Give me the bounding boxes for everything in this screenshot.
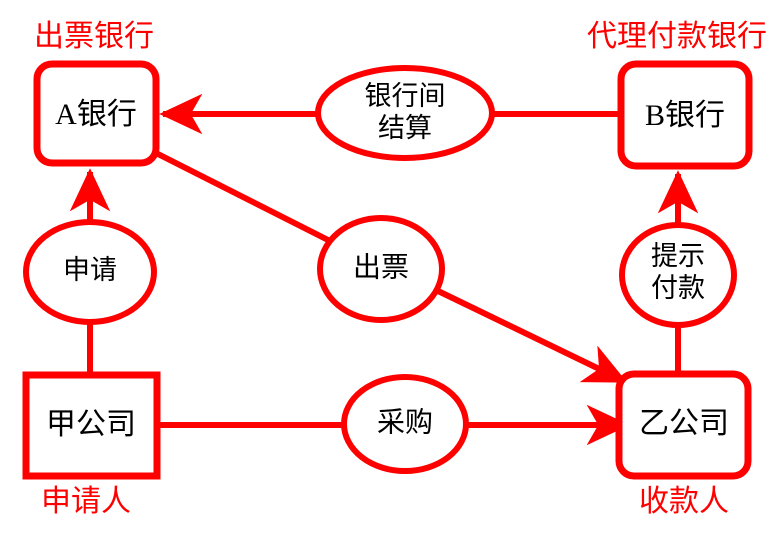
- node-purchase-shape: [341, 374, 469, 474]
- role-label-payee: 收款人: [639, 485, 729, 518]
- role-label-paying-agent-bank: 代理付款银行: [587, 20, 767, 53]
- node-presentation-label-line1: 提示: [651, 241, 705, 271]
- node-application[interactable]: 申请: [23, 219, 157, 325]
- node-bank-a[interactable]: A银行: [33, 60, 160, 167]
- node-company-b-label: 乙公司: [639, 407, 729, 440]
- edge-bank-a-to-issuance: [152, 149, 334, 245]
- node-purchase-label: 采购: [377, 406, 433, 438]
- node-company-b-shape: [615, 370, 752, 480]
- node-bank-a-shape: [33, 60, 160, 167]
- node-company-a-shape: [22, 371, 161, 480]
- node-issuance-label: 出票: [353, 251, 409, 283]
- node-purchase[interactable]: 采购: [341, 374, 469, 474]
- node-presentation-for-payment[interactable]: 提示 付款: [619, 222, 737, 328]
- node-bank-b-shape: [617, 60, 753, 170]
- node-issuance-shape: [317, 215, 445, 323]
- node-bank-b[interactable]: B银行: [617, 60, 753, 170]
- node-bank-a-label: A银行: [55, 98, 137, 131]
- node-interbank-settlement-label-line1: 银行间: [365, 81, 446, 111]
- node-application-shape: [23, 219, 157, 325]
- node-issuance[interactable]: 出票: [317, 215, 445, 323]
- role-label-issuing-bank: 出票银行: [34, 20, 154, 53]
- node-presentation-for-payment-shape: [619, 222, 737, 328]
- node-company-b[interactable]: 乙公司: [615, 370, 752, 480]
- node-interbank-settlement-shape: [315, 65, 495, 161]
- edge-issuance-to-company-b: [434, 287, 628, 384]
- node-company-a-label: 甲公司: [46, 408, 136, 441]
- node-bank-b-label: B银行: [645, 99, 725, 132]
- node-interbank-settlement[interactable]: 银行间 结算: [315, 65, 495, 161]
- node-presentation-label-line2: 付款: [651, 273, 705, 303]
- node-company-a[interactable]: 甲公司: [22, 371, 161, 480]
- role-label-applicant: 申请人: [41, 485, 131, 518]
- node-application-label: 申请: [63, 255, 117, 285]
- node-interbank-settlement-label-line2: 结算: [378, 113, 432, 143]
